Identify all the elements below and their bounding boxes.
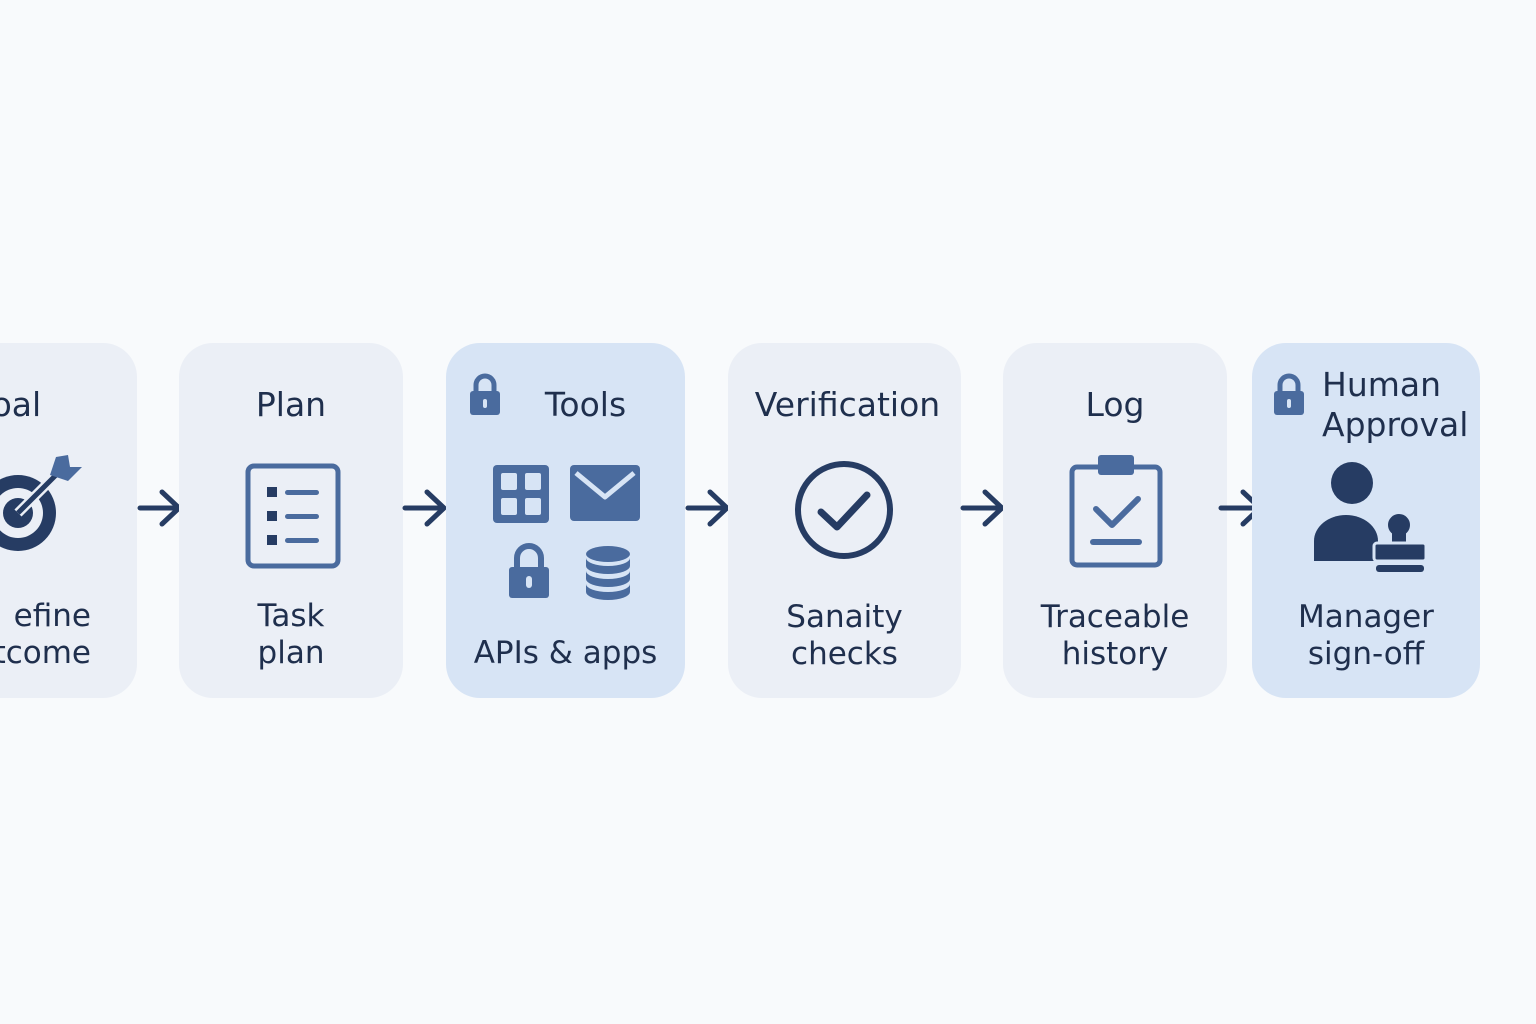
lock-icon: [1274, 373, 1304, 415]
step-caption: Manager sign-off: [1298, 599, 1434, 672]
step-title: Log: [1085, 385, 1145, 424]
step-card-plan: Plan Task plan: [179, 343, 403, 698]
arrow-right-icon: [685, 489, 730, 527]
lock-icon: [509, 543, 549, 598]
step-title: Goal: [0, 385, 42, 424]
clipboard-check-icon: [1069, 455, 1163, 568]
step-title: Tools: [544, 385, 627, 424]
checklist-icon: [245, 463, 341, 569]
user-stamp-icon: [1314, 462, 1428, 572]
step-card-verification: Verification Sanaity checks: [728, 343, 961, 698]
arrow-right-icon: [402, 489, 447, 527]
arrow-right-icon: [960, 489, 1005, 527]
lock-icon: [470, 373, 500, 415]
step-caption: APIs & apps: [473, 635, 658, 671]
step-caption: Traceable history: [1040, 599, 1190, 672]
step-caption: Task plan: [257, 598, 325, 671]
step-card-tools: Tools APIs & apps: [446, 343, 685, 698]
step-title: Plan: [255, 385, 327, 424]
database-icon: [586, 546, 630, 600]
mail-icon: [570, 465, 640, 521]
step-title: Verification: [754, 385, 941, 424]
check-circle-icon: [795, 461, 893, 559]
target-icon: [0, 455, 82, 551]
step-caption: efine tcome: [0, 598, 91, 671]
step-card-human-approval: Human Approval Manager sign-off: [1252, 343, 1480, 698]
step-title: Human Approval: [1322, 365, 1469, 444]
apps-grid-icon: [493, 465, 549, 523]
step-card-goal: Goal efine tcome: [0, 343, 137, 698]
step-card-log: Log Traceable history: [1003, 343, 1227, 698]
step-caption: Sanaity checks: [786, 599, 903, 672]
